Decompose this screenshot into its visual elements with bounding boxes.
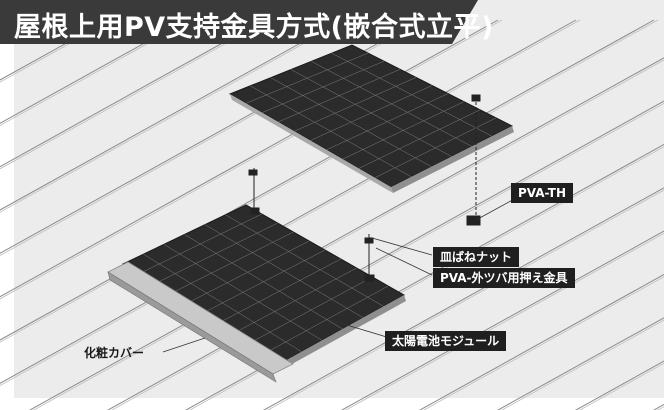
cosmetic-cover-part xyxy=(107,261,294,383)
label-pva-th: PVA-TH xyxy=(511,183,573,203)
label-dish-spring-nut: 皿ばねナット xyxy=(433,247,520,267)
lower-solar-module xyxy=(121,204,406,369)
title-banner: 屋根上用PV支持金具方式(嵌合式立平) xyxy=(0,0,493,44)
page-title: 屋根上用PV支持金具方式(嵌合式立平) xyxy=(14,12,494,43)
upper-solar-module xyxy=(228,44,514,193)
label-cosmetic-cover: 化粧カバー xyxy=(84,346,145,360)
label-solar-module: 太陽電池モジュール xyxy=(385,331,507,351)
page-left-margin xyxy=(0,0,14,410)
label-pva-outer-clamp: PVA-外ツバ用押え金具 xyxy=(433,268,575,288)
leader-lines xyxy=(162,196,519,353)
page-bottom-margin xyxy=(0,398,664,410)
title-banner-shape xyxy=(0,0,478,44)
fittings xyxy=(248,94,481,282)
